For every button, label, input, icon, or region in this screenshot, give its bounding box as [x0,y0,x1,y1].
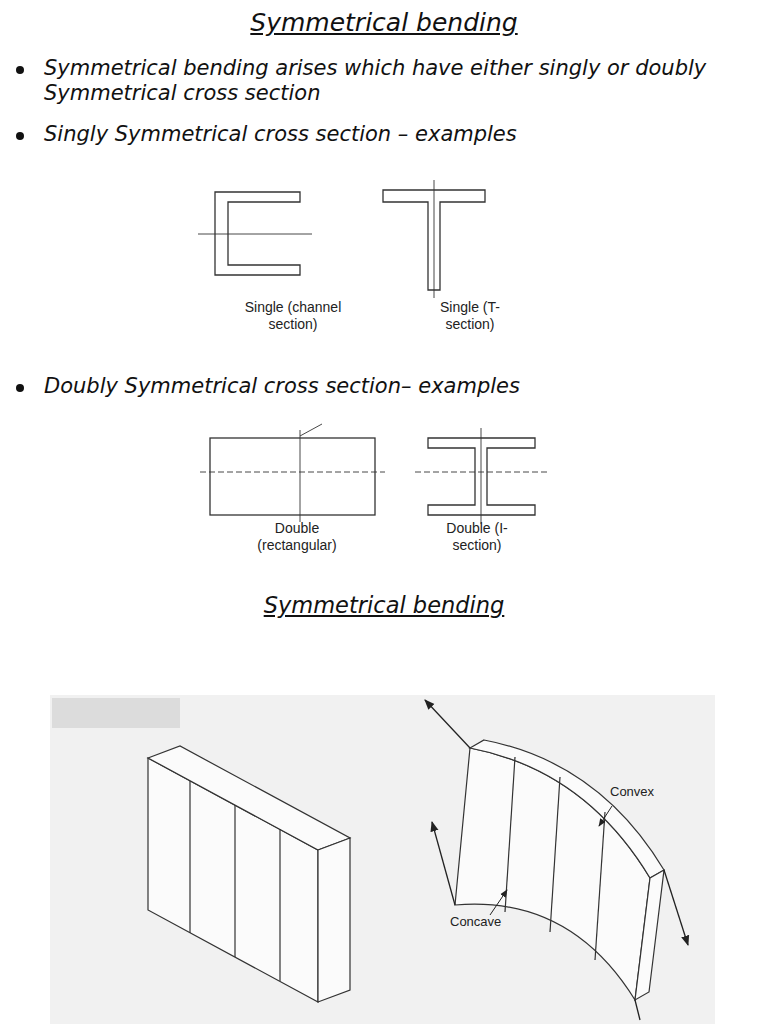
section-label: Single (channel section) [228,299,358,333]
scan-ground [50,695,715,1024]
leader-line [490,806,612,915]
bent-beam [455,740,664,1000]
axis-line [481,428,482,524]
straight-beam [148,746,350,1002]
axis-line [300,430,301,522]
bullet-text: Symmetrical bending arises which have ei… [44,56,734,106]
axis-line [198,234,312,235]
bullet-text: Singly Symmetrical cross section – examp… [44,122,734,147]
i-section [428,438,535,515]
callout-label: Concave [450,914,530,930]
moment-arrow [425,700,688,1020]
axis-line [200,472,385,473]
section-label: Double (rectangular) [242,520,352,554]
axis-line [434,180,435,298]
section-label: Single (T-section) [420,299,520,333]
scan-ground [52,698,180,728]
section-sketch [200,424,548,524]
page-title: Symmetrical bending [0,8,768,38]
bullet-dot [16,66,24,392]
section-sketch [198,180,485,298]
section-label: Double (I-section) [422,520,532,554]
axis-line [300,424,322,436]
bullet-text: Doubly Symmetrical cross section– exampl… [44,374,734,399]
callout-label: Convex [610,784,690,800]
channel-section [215,192,300,275]
rectangular-section [210,438,375,515]
axis-line [415,472,548,473]
section-heading: Symmetrical bending [0,592,768,619]
